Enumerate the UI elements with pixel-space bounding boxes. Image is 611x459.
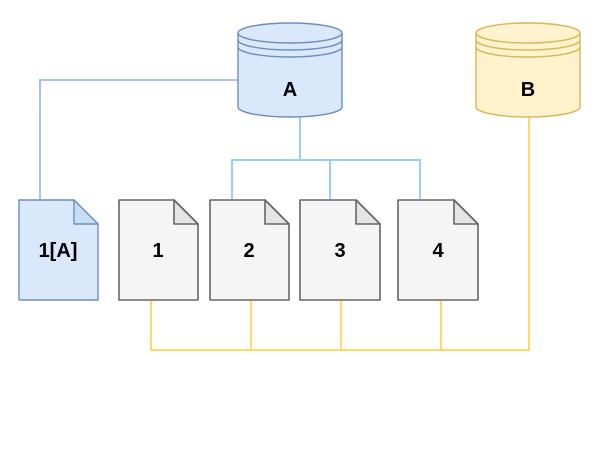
edges-layer — [39, 79, 530, 351]
document-4-label: 4 — [432, 240, 444, 262]
document-icon — [118, 199, 199, 301]
cylinder-ring — [475, 39, 581, 51]
database-a-label: A — [283, 79, 297, 101]
node-document-3: 3 — [299, 199, 381, 301]
node-document-2: 2 — [209, 199, 290, 301]
database-cylinder-icon — [475, 22, 581, 118]
database-cylinder-icon — [237, 22, 343, 118]
node-document-1: 1 — [118, 199, 199, 301]
document-icon — [397, 199, 479, 301]
cylinder-ring — [237, 32, 343, 44]
document-fold-icon — [73, 199, 99, 225]
document-fold-icon — [453, 199, 479, 225]
edge-a-to-doc1a — [39, 79, 238, 199]
document-icon — [18, 199, 99, 301]
document-2-label: 2 — [243, 240, 254, 262]
document-1-label: 1 — [152, 240, 163, 262]
cylinder-ring — [475, 46, 581, 58]
cylinder-ring — [237, 46, 343, 58]
edge-a-branch — [231, 159, 421, 199]
document-icon — [299, 199, 381, 301]
document-fold-icon — [355, 199, 381, 225]
node-document-1a: 1[A] — [18, 199, 99, 301]
node-document-4: 4 — [397, 199, 479, 301]
document-fold-icon — [264, 199, 290, 225]
node-database-b: B — [475, 22, 581, 118]
document-1a-label: 1[A] — [39, 240, 78, 262]
cylinder-ring — [237, 39, 343, 51]
node-database-a: A — [237, 22, 343, 118]
cylinder-ring — [475, 32, 581, 44]
document-3-label: 3 — [334, 240, 345, 262]
document-icon — [209, 199, 290, 301]
database-b-label: B — [521, 79, 535, 101]
document-fold-icon — [173, 199, 199, 225]
